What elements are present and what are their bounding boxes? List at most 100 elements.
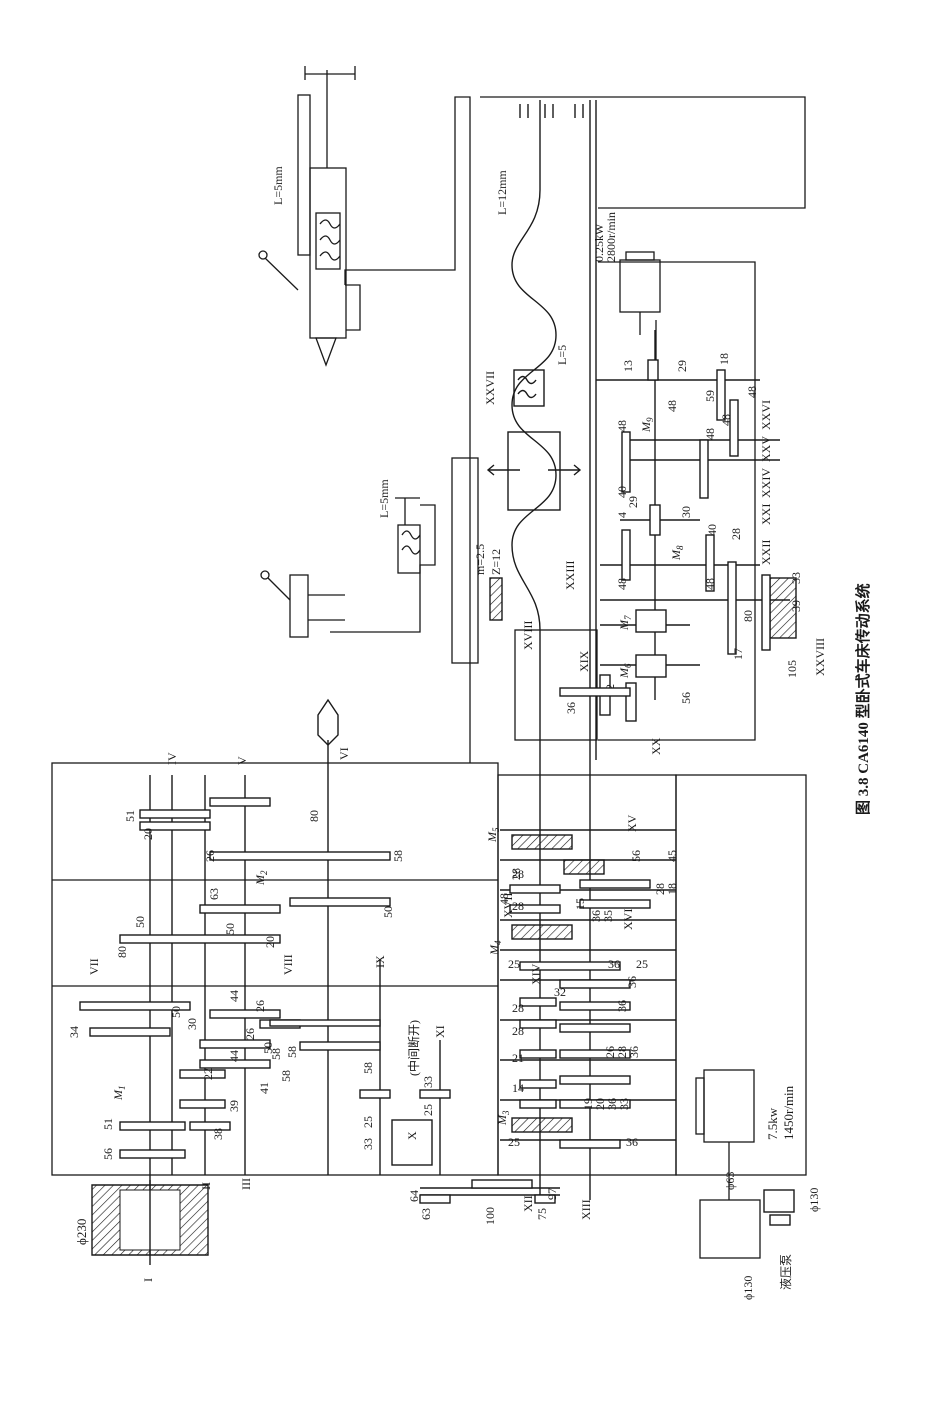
svg-text:M4: M4 [487,940,503,956]
svg-text:17: 17 [731,648,745,660]
svg-text:IV: IV [165,752,179,765]
svg-text:28: 28 [512,1024,524,1038]
svg-text:26: 26 [203,850,217,862]
svg-text:59: 59 [703,390,717,402]
svg-text:32: 32 [554,985,566,999]
spindle-nose [317,698,339,746]
svg-text:39: 39 [789,600,803,612]
svg-text:38: 38 [211,1128,225,1140]
svg-text:19: 19 [581,1098,595,1110]
leadscrew-lead-label: L=12mm [495,170,509,215]
svg-text:35: 35 [601,910,615,922]
svg-text:50: 50 [169,1006,183,1018]
svg-text:58: 58 [269,1048,283,1060]
svg-text:XVII: XVII [501,893,515,918]
svg-text:XII: XII [521,1195,535,1212]
svg-text:26: 26 [253,1000,267,1012]
svg-text:4: 4 [615,512,629,518]
feedbox-gears [509,687,651,1149]
svg-text:33: 33 [789,572,803,584]
svg-text:58: 58 [285,1046,299,1058]
svg-text:26: 26 [243,1028,257,1040]
svg-text:48: 48 [615,420,629,432]
svg-text:58: 58 [391,850,405,862]
svg-text:56: 56 [679,692,693,704]
svg-text:64: 64 [407,1190,421,1202]
headstock-gear-labels: 56 51 38 39 22 30 41 58 50 34 51 20 80 5… [67,810,435,1160]
feedbox-gear-labels: 25 14 21 28 28 32 25 28 28 36 36 36 19 2… [497,850,679,1149]
main-motor-speed: 1450r/min [781,1085,796,1140]
svg-text:48: 48 [665,400,679,412]
clutch-labels: M1 M2 M3 M4 M5 M6 M7 M8 M9 [111,417,685,1126]
svg-text:48: 48 [745,386,759,398]
rack-pinion [489,577,503,621]
svg-text:20: 20 [263,936,277,948]
svg-text:28: 28 [729,528,743,540]
main-pulley [91,1180,209,1265]
svg-text:80: 80 [115,946,129,958]
svg-text:III: III [239,1178,253,1190]
svg-text:VIII: VIII [281,954,295,975]
svg-text:36: 36 [625,976,639,988]
cross-lead-label: L=5mm [377,479,391,518]
svg-text:XXVII: XXVII [483,371,497,405]
svg-text:XXV: XXV [759,436,773,462]
svg-text:97: 97 [545,1188,559,1200]
rack-teeth-label: Z=12 [489,549,503,575]
svg-text:M7: M7 [617,615,633,631]
svg-text:XXVIII: XXVIII [813,638,827,676]
housing-frames [51,96,807,1176]
svg-text:XX: XX [649,737,663,755]
svg-text:33: 33 [617,1098,631,1110]
svg-text:XV: XV [625,814,639,832]
svg-text:18: 18 [717,353,731,365]
svg-text:XIX: XIX [577,650,591,672]
svg-text:48: 48 [615,578,629,590]
svg-text:50: 50 [381,906,395,918]
svg-text:44: 44 [227,990,241,1002]
tailstock [258,66,361,367]
svg-text:28: 28 [512,867,524,881]
svg-text:80: 80 [741,610,755,622]
svg-text:36: 36 [605,1098,619,1110]
svg-text:M3: M3 [495,1110,511,1126]
main-motor [695,1069,795,1259]
svg-text:33: 33 [361,1138,375,1150]
feed-motor-speed: 2800r/min [604,212,618,262]
svg-text:56: 56 [101,1148,115,1160]
svg-text:28: 28 [615,1046,629,1058]
change-gears [419,1179,560,1204]
svg-text:M1: M1 [111,1086,127,1102]
svg-text:48: 48 [719,414,733,426]
svg-text:XXII: XXII [759,540,773,565]
svg-text:30: 30 [185,1018,199,1030]
svg-text:20: 20 [593,1098,607,1110]
svg-text:M5: M5 [485,827,501,843]
svg-text:25: 25 [636,957,648,971]
svg-text:36: 36 [608,957,620,971]
svg-text:75: 75 [535,1208,549,1220]
svg-text:XXIII: XXIII [563,561,577,590]
svg-text:28: 28 [653,883,667,895]
svg-text:XIV: XIV [529,963,543,985]
tailstock-lead-label: L=5mm [271,166,285,205]
svg-text:56: 56 [629,850,643,862]
change-gear-labels: 63 100 75 64 97 [407,1188,559,1225]
apron-lead-label: L=5 [555,345,569,365]
svg-text:XIII: XIII [579,1199,593,1220]
svg-text:I: I [141,1278,155,1282]
svg-text:25: 25 [508,957,520,971]
svg-text:XXVI: XXVI [759,400,773,430]
svg-text:21: 21 [512,1051,524,1065]
svg-text:XI: XI [433,1025,447,1038]
svg-text:63: 63 [419,1208,433,1220]
svg-text:20: 20 [141,828,155,840]
svg-text:II: II [199,1182,213,1190]
shaft-labels: I II III IV V VII VIII IX X XI XII XIII … [87,371,827,1282]
svg-text:50: 50 [223,923,237,935]
svg-text:34: 34 [67,1026,81,1038]
svg-text:VII: VII [87,958,101,975]
svg-text:26: 26 [603,1046,617,1058]
